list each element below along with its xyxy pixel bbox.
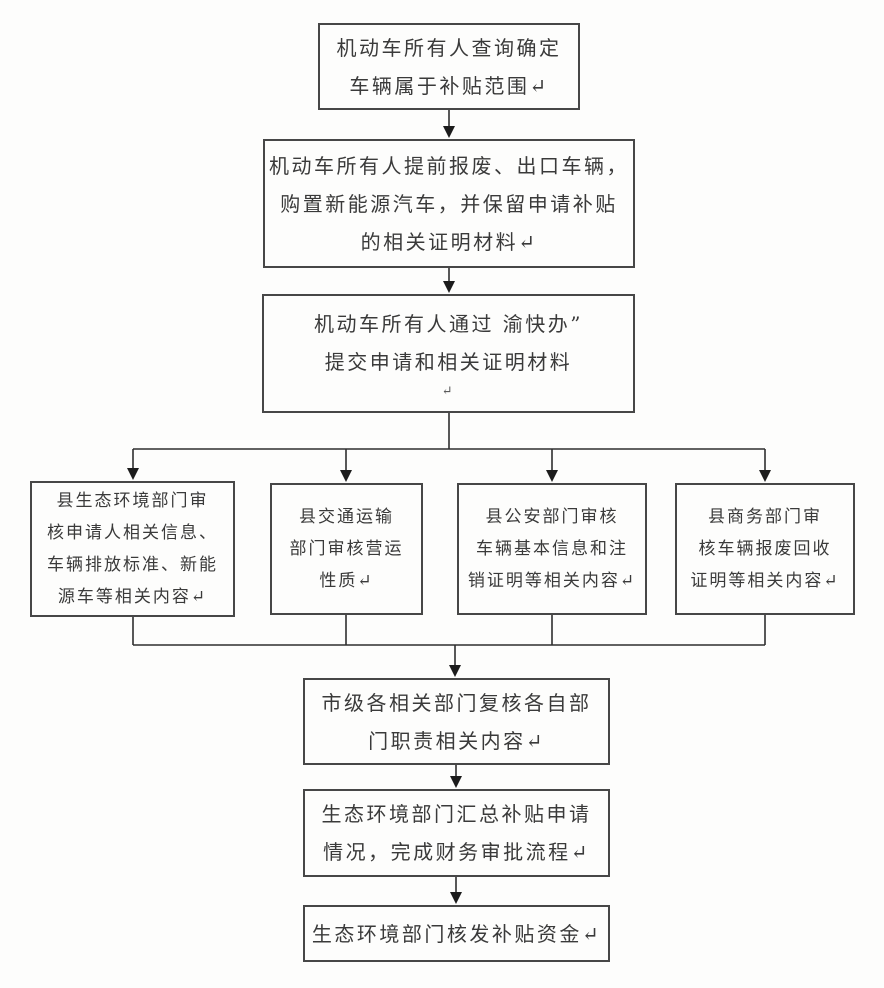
node-text-line: 县交通运输 — [299, 507, 394, 527]
node-text-line: 情况，完成财务审批流程↵ — [323, 840, 590, 864]
arrowhead-prepare — [443, 126, 455, 138]
node-text-line: 车辆排放标准、新能 — [47, 555, 218, 575]
node-owner-query: 机动车所有人查询确定 车辆属于补贴范围↵ — [318, 23, 580, 110]
node-text-line: 市级各相关部门复核各自部 — [321, 690, 592, 715]
node-text-line: 证明等相关内容↵ — [690, 571, 840, 591]
node-owner-prepare: 机动车所有人提前报废、出口车辆， 购置新能源汽车，并保留申请补贴 的相关证明材料… — [263, 139, 635, 268]
arrowhead-issue — [450, 892, 462, 904]
node-text-line: 生态环境部门核发补贴资金↵ — [311, 921, 602, 946]
node-text-line: 县商务部门审 — [708, 507, 822, 527]
arrowhead-transport — [340, 470, 352, 482]
node-text-line: 性质↵ — [319, 571, 374, 591]
arrowhead-police — [546, 470, 558, 482]
node-text-line: 提交申请和相关证明材料 — [324, 349, 573, 374]
arrowhead-ecology — [127, 468, 139, 480]
node-county-ecology: 县生态环境部门审 核申请人相关信息、 车辆排放标准、新能 源车等相关内容↵ — [30, 481, 235, 617]
arrowhead-submit — [443, 281, 455, 293]
node-text-line: 的相关证明材料↵ — [360, 229, 538, 254]
node-county-police: 县公安部门审核 车辆基本信息和注 销证明等相关内容↵ — [457, 483, 647, 615]
node-text-line: 销证明等相关内容↵ — [467, 571, 637, 591]
node-text-line: 门职责相关内容↵ — [368, 728, 545, 753]
node-text-line: 核申请人相关信息、 — [47, 523, 218, 543]
node-county-commerce: 县商务部门审 核车辆报废回收 证明等相关内容↵ — [675, 483, 855, 615]
paragraph-return-mark: ↵ — [441, 383, 456, 399]
arrowhead-summary — [450, 776, 462, 788]
node-text-line: 车辆基本信息和注 — [476, 539, 628, 559]
node-text-line: 机动车所有人提前报废、出口车辆， — [269, 153, 629, 178]
node-text-line: 车辆属于补贴范围↵ — [349, 73, 549, 98]
node-city-review: 市级各相关部门复核各自部 门职责相关内容↵ — [303, 678, 610, 765]
node-ecology-summary: 生态环境部门汇总补贴申请 情况，完成财务审批流程↵ — [303, 789, 610, 877]
node-text-line: 生态环境部门汇总补贴申请 — [321, 802, 592, 826]
arrowhead-city-review — [449, 665, 461, 677]
node-text-line: 购置新能源汽车，并保留申请补贴 — [280, 191, 618, 216]
node-text-line: 机动车所有人通过 渝快办” — [313, 311, 584, 336]
node-text-line: 源车等相关内容↵ — [57, 587, 208, 607]
node-county-transport: 县交通运输 部门审核营运 性质↵ — [270, 483, 423, 615]
node-ecology-issue: 生态环境部门核发补贴资金↵ — [303, 905, 610, 962]
arrowhead-commerce — [759, 470, 771, 482]
node-submit-yukuaiban: 机动车所有人通过 渝快办” 提交申请和相关证明材料 ↵ — [262, 294, 635, 413]
node-text-line: 机动车所有人查询确定 — [336, 35, 562, 60]
node-text-line: 核车辆报废回收 — [698, 539, 832, 559]
node-text-line: 县生态环境部门审 — [56, 491, 209, 511]
node-text-line: 部门审核营运 — [289, 539, 404, 559]
node-text-line: 县公安部门审核 — [485, 507, 619, 527]
